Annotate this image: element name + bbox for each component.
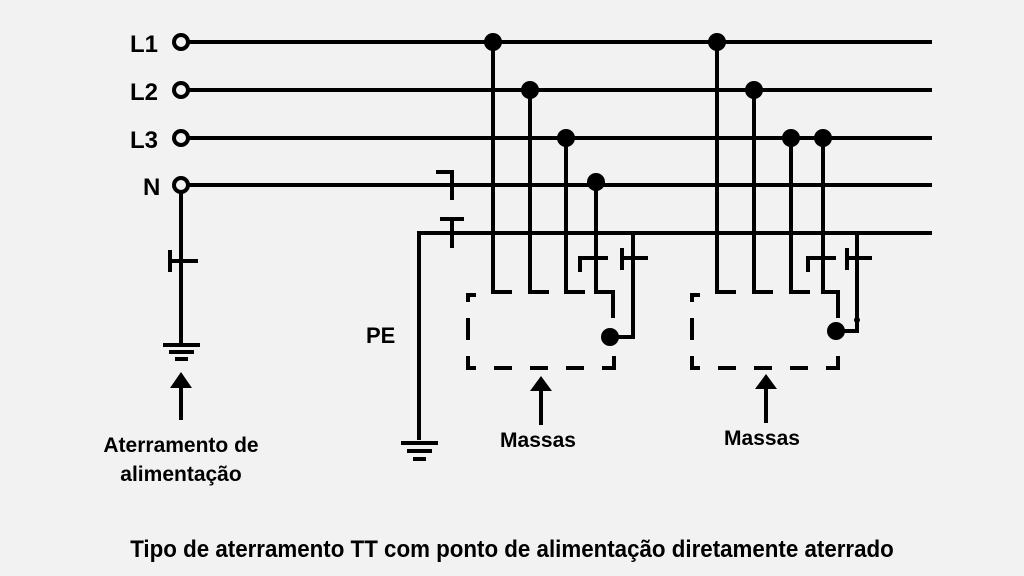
load-2-arrow-head-icon [755,374,777,389]
load-1-enclosure [468,295,614,368]
label-load-1: Massas [500,429,576,452]
label-l3: L3 [130,127,158,154]
terminal-l2 [172,81,190,99]
n-contact-icon [436,170,454,200]
diagram-caption: Tipo de aterramento TT com ponto de alim… [130,536,894,563]
bus-pe [417,231,932,440]
label-n: N [143,174,160,201]
label-source-grounding-line2: alimentação [120,463,241,486]
load-1-connections [491,42,648,339]
load-1-enclosure-dashed [466,293,616,370]
terminal-l3 [172,129,190,147]
junction-dots [484,33,860,346]
label-l2: L2 [130,79,158,106]
label-l1: L1 [130,31,158,58]
terminal-l1 [172,33,190,51]
load-1-arrow-head-icon [530,376,552,391]
source-arrow-head-icon [170,372,192,388]
label-pe: PE [366,323,395,348]
load-2-connections [715,42,872,333]
label-source-grounding-line1: Aterramento de [103,434,258,457]
terminal-n [172,176,190,194]
label-load-2: Massas [724,427,800,450]
pe-ground-icon [401,441,438,461]
source-ground-icon [163,343,200,361]
load-2-enclosure-dashed [690,293,840,370]
